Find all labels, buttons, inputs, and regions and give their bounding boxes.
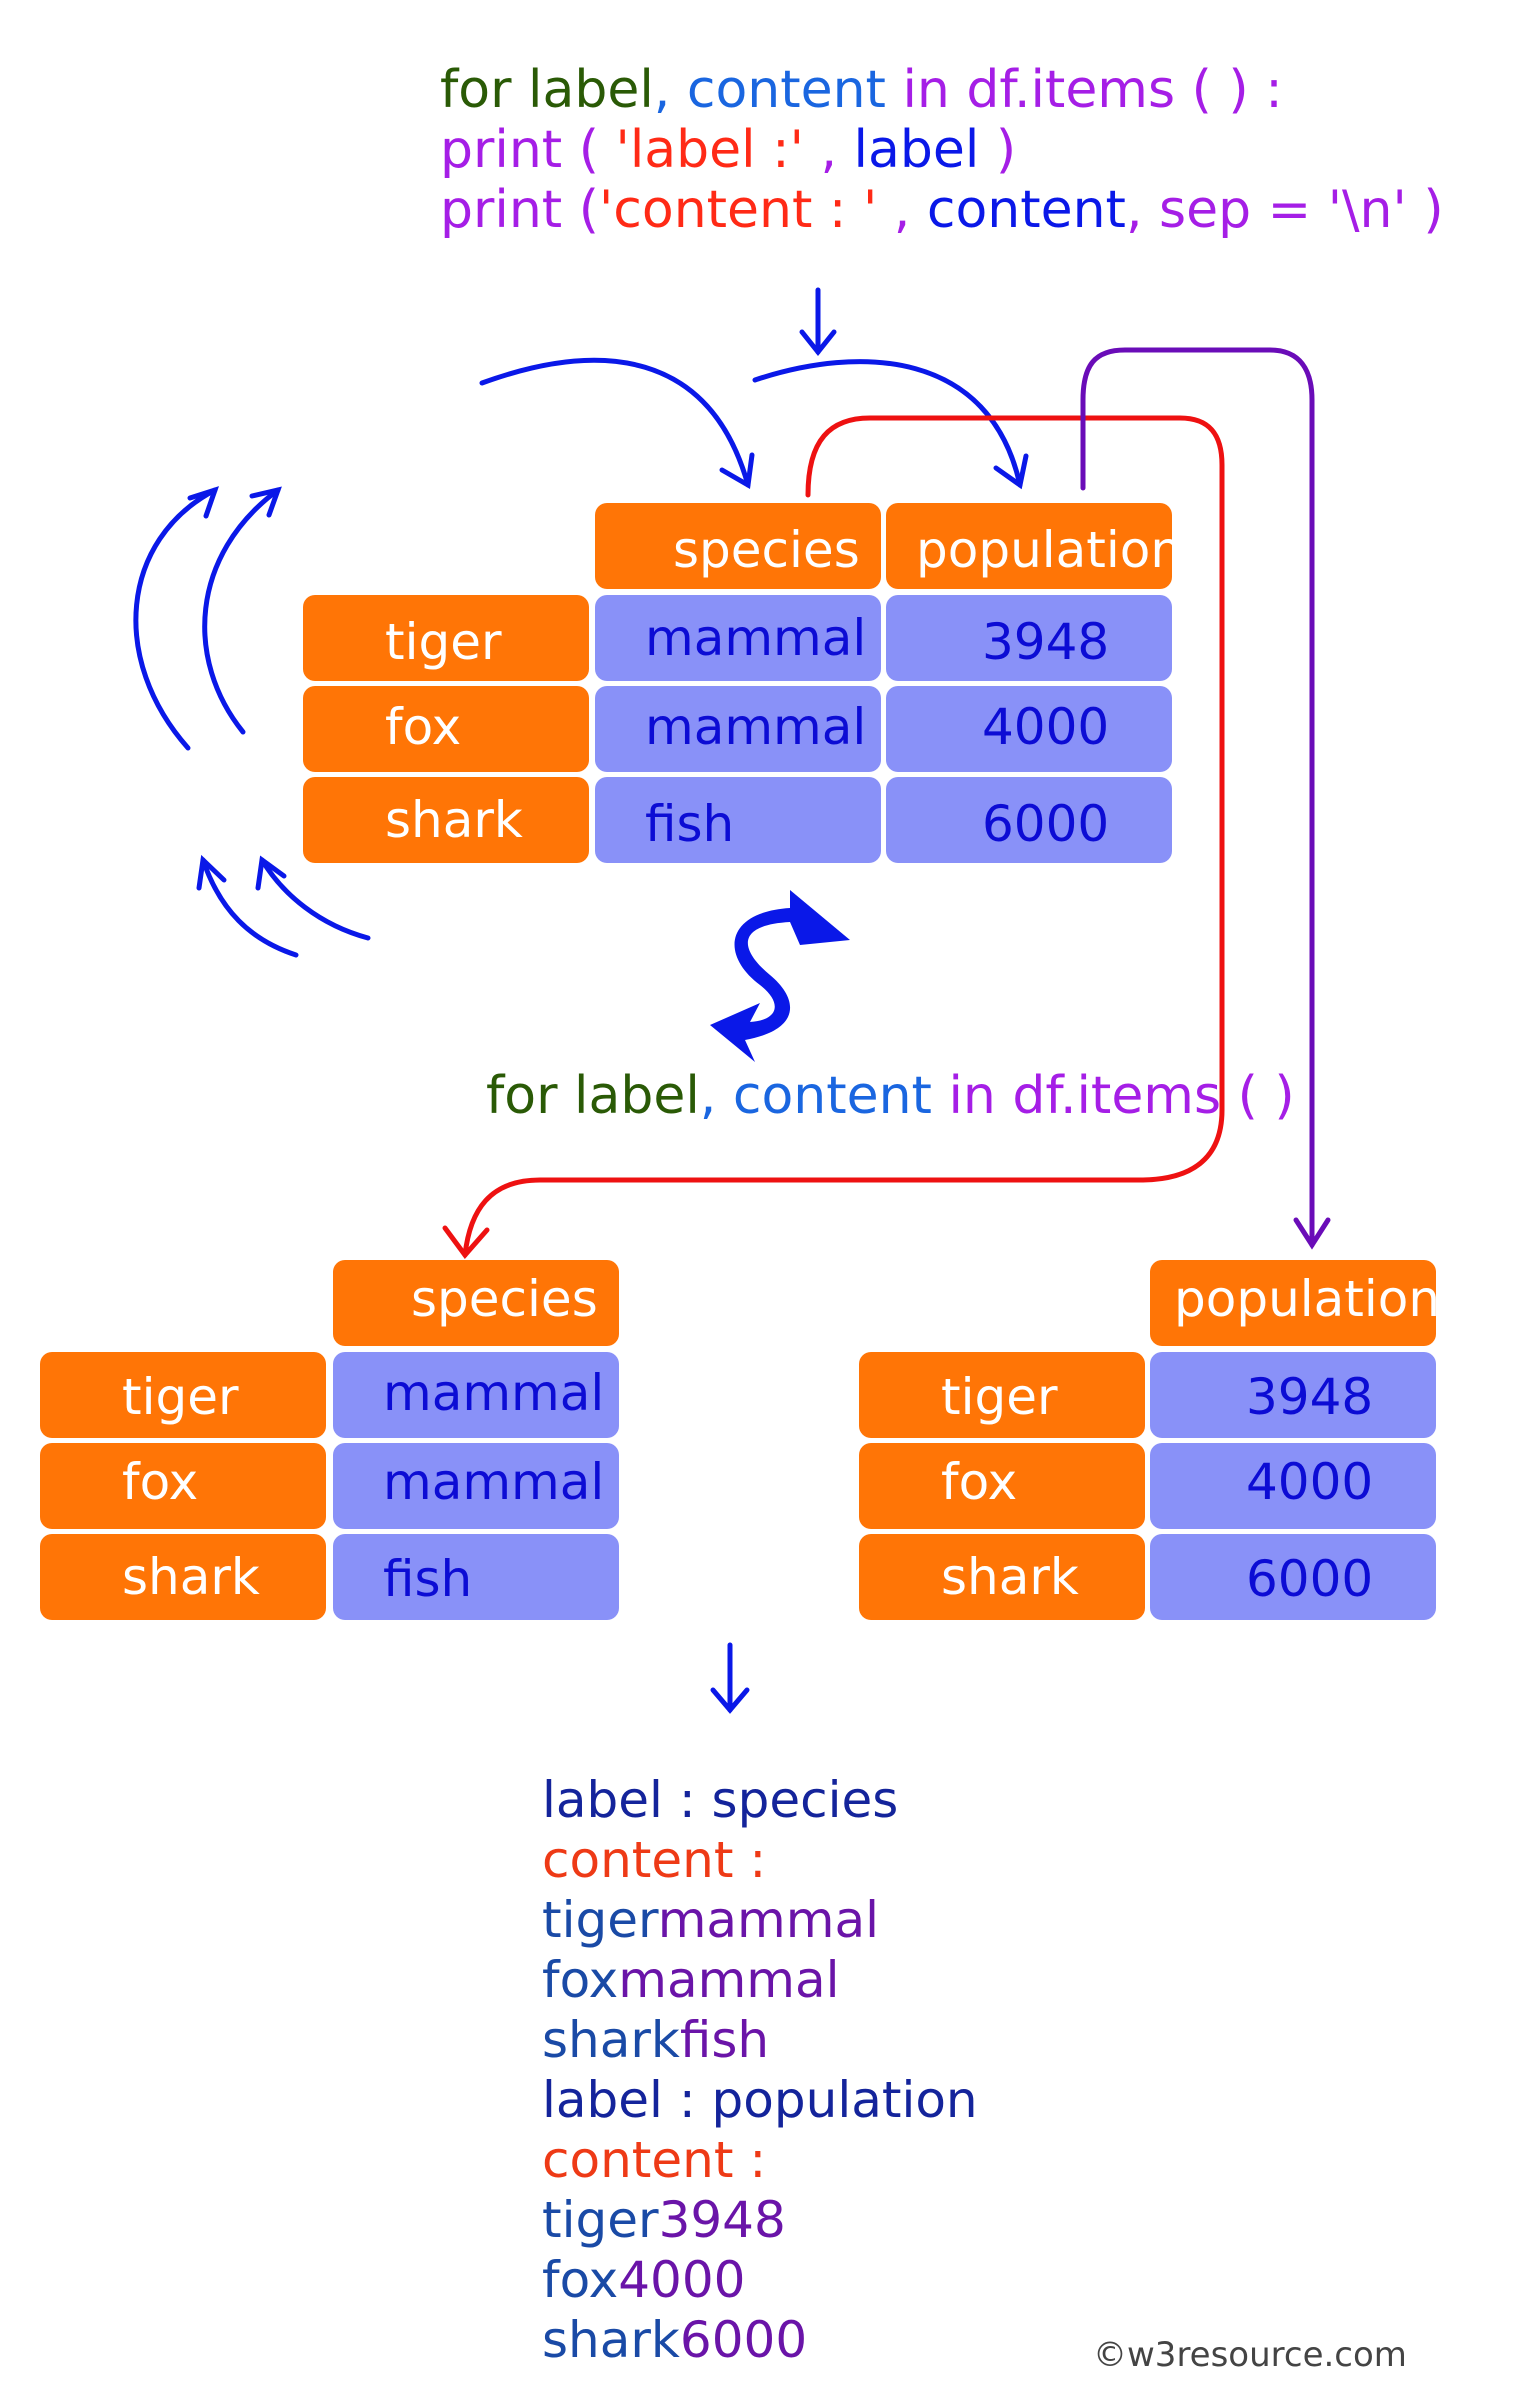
- output-value: mammal: [657, 1891, 879, 1949]
- value-cell: fish: [595, 777, 881, 863]
- print-call: print (: [440, 180, 599, 240]
- comma: ,: [699, 1066, 717, 1126]
- output-index: fox: [542, 1951, 619, 2009]
- code-line-3: print ('content : ' , content, sep = '\n…: [440, 180, 1444, 240]
- output-value: 6000: [679, 2311, 808, 2369]
- value-cell: 3948: [886, 595, 1172, 681]
- loop-arrow-icon: [133, 486, 371, 958]
- label-var: label: [557, 1066, 700, 1126]
- index-cell: fox: [859, 1443, 1145, 1529]
- for-keyword: for: [440, 60, 512, 120]
- output-row: sharkfish: [542, 2010, 769, 2070]
- value-cell: fish: [333, 1534, 619, 1620]
- value-cell: mammal: [595, 595, 881, 681]
- output-index: shark: [542, 2311, 680, 2369]
- output-value: 4000: [618, 2251, 746, 2309]
- copyright-icon: ©: [1093, 2335, 1127, 2375]
- column-header-population: population: [886, 503, 1172, 589]
- output-row: fox4000: [542, 2250, 746, 2310]
- index-cell: shark: [303, 777, 589, 863]
- value-cell: 3948: [1150, 1352, 1436, 1438]
- index-cell: shark: [859, 1534, 1145, 1620]
- output-index: fox: [542, 2251, 619, 2309]
- column-header-population: population: [1150, 1260, 1436, 1346]
- items-call: in df.items ( ) :: [885, 60, 1283, 120]
- down-arrow-icon: [710, 1642, 750, 1714]
- output-index: tiger: [542, 1891, 658, 1949]
- comma: ,: [653, 60, 671, 120]
- output-content-heading: content :: [542, 2131, 767, 2189]
- index-cell: tiger: [859, 1352, 1145, 1438]
- print-call: print (: [440, 120, 616, 180]
- index-cell: tiger: [40, 1352, 326, 1438]
- output-row: shark6000: [542, 2310, 807, 2370]
- separator: ,: [877, 180, 927, 240]
- down-arrow-icon: [799, 287, 837, 357]
- output-index: tiger: [542, 2191, 659, 2249]
- output-value: mammal: [618, 1951, 840, 2009]
- output-value: fish: [679, 2011, 770, 2069]
- items-call: in df.items ( ): [931, 1066, 1295, 1126]
- code-line-1: for label, content in df.items ( ) :: [440, 60, 1283, 120]
- content-var: content: [670, 60, 886, 120]
- print-close: ): [979, 120, 1017, 180]
- output-row: tiger3948: [542, 2190, 786, 2250]
- output-row: foxmammal: [542, 1950, 840, 2010]
- index-cell: shark: [40, 1534, 326, 1620]
- cycle-icon: [710, 890, 850, 1062]
- output-row: tigermammal: [542, 1890, 879, 1950]
- copyright-text: w3resource.com: [1127, 2335, 1407, 2375]
- purple-connector-arrow: [1080, 347, 1331, 1250]
- label-var: label: [511, 60, 654, 120]
- index-cell: tiger: [303, 595, 589, 681]
- copyright: ©w3resource.com: [1093, 2335, 1407, 2375]
- column-header-species: species: [595, 503, 881, 589]
- index-cell: fox: [40, 1443, 326, 1529]
- value-cell: 4000: [886, 686, 1172, 772]
- index-cell: fox: [303, 686, 589, 772]
- value-cell: mammal: [333, 1443, 619, 1529]
- value-cell: 4000: [1150, 1443, 1436, 1529]
- output-content-heading: content :: [542, 1831, 767, 1889]
- label-string: 'label :': [615, 120, 804, 180]
- code-line-loop: for label, content in df.items ( ): [486, 1066, 1295, 1126]
- column-header-species: species: [333, 1260, 619, 1346]
- red-connector-arrow: [442, 415, 1225, 1259]
- output-label-species: label : species: [542, 1771, 899, 1829]
- content-string: 'content : ': [599, 180, 878, 240]
- separator: ,: [803, 120, 854, 180]
- content-arg: content: [926, 180, 1126, 240]
- code-line-2: print ( 'label :' , label ): [440, 120, 1016, 180]
- sep-arg: , sep = '\n' ): [1125, 180, 1444, 240]
- label-arg: label: [853, 120, 980, 180]
- output-value: 3948: [658, 2191, 786, 2249]
- output-index: shark: [542, 2011, 680, 2069]
- value-cell: mammal: [595, 686, 881, 772]
- curved-arrow-icon: [479, 357, 1029, 490]
- value-cell: 6000: [886, 777, 1172, 863]
- value-cell: 6000: [1150, 1534, 1436, 1620]
- value-cell: mammal: [333, 1352, 619, 1438]
- output-label-population: label : population: [542, 2071, 978, 2129]
- for-keyword: for: [486, 1066, 558, 1126]
- content-var: content: [716, 1066, 932, 1126]
